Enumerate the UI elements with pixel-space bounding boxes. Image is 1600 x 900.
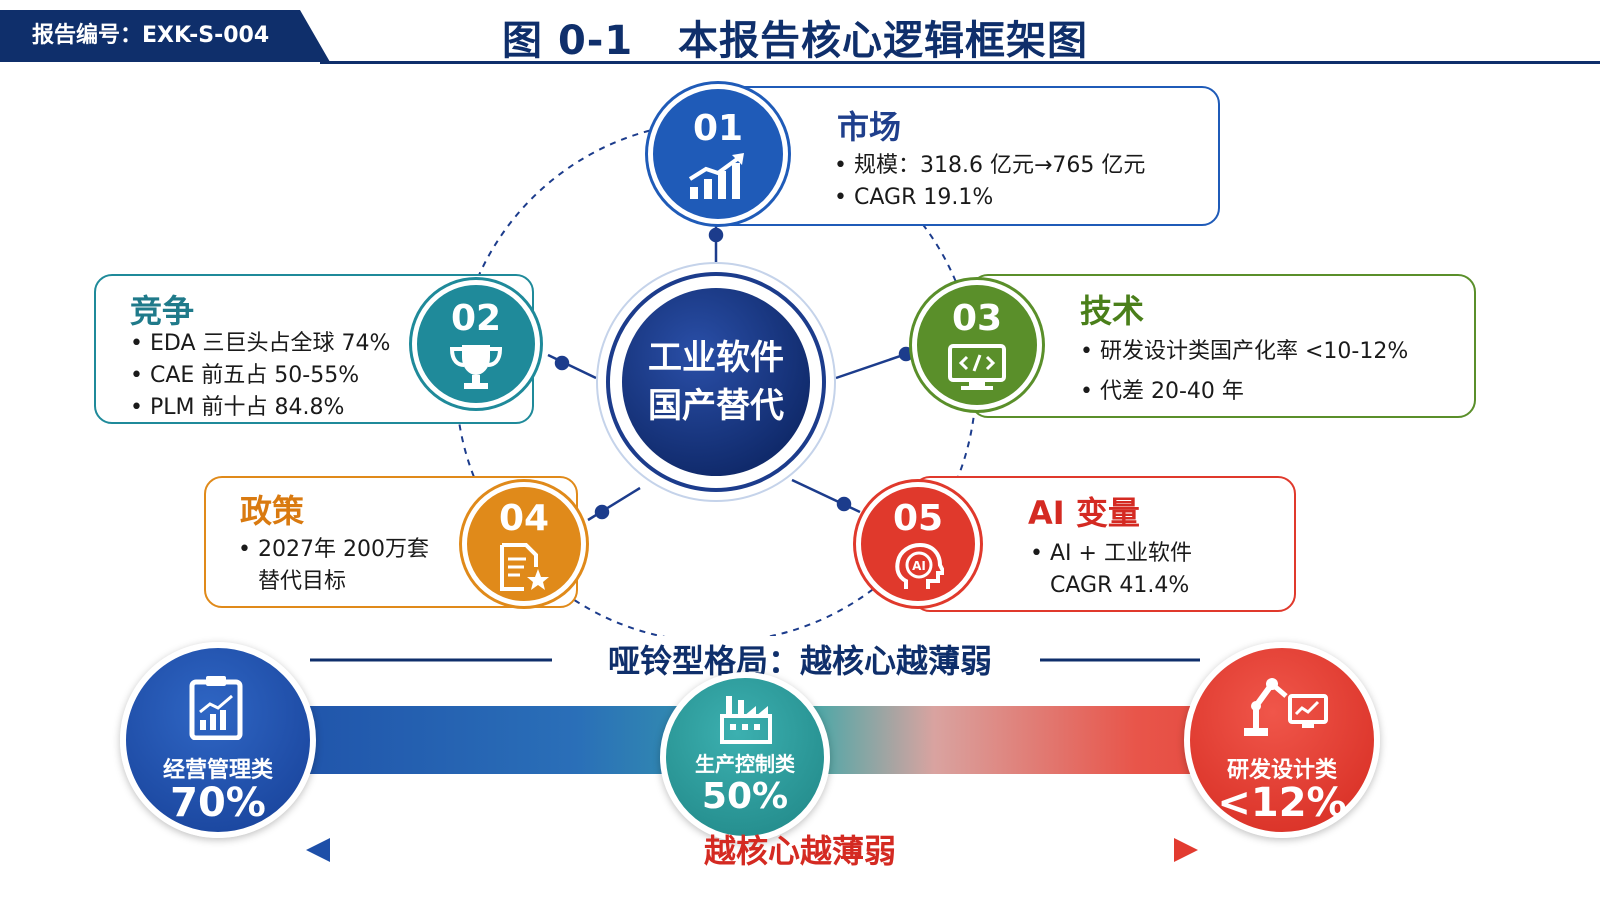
center-hub: 工业软件 国产替代 <box>622 288 810 476</box>
hub-line-1: 工业软件 <box>648 338 784 378</box>
bullet-item: 2027年 200万套 <box>236 534 429 566</box>
left-arrow-head <box>306 838 330 862</box>
policy-bullets: 2027年 200万套 替代目标 <box>236 534 429 598</box>
factory-icon <box>720 696 772 744</box>
middle-ball-value: 50% <box>701 776 789 817</box>
page-title: 图 0-1 本报告核心逻辑框架图 <box>502 18 1088 64</box>
left-ball-value: 70% <box>170 780 266 826</box>
middle-ball-production: 生产控制类 50% <box>660 672 830 842</box>
node-circle-04: 04 <box>462 482 586 606</box>
header-rule <box>320 61 1600 64</box>
market-bullets: 规模：318.6 亿元→765 亿元 CAGR 19.1% <box>832 150 1145 214</box>
robot-arm-monitor-icon <box>1244 678 1328 736</box>
node-number: 04 <box>498 498 550 539</box>
bullet-continuation: CAGR 41.4% <box>1050 573 1190 598</box>
bullet-item: EDA 三巨头占全球 74% <box>128 328 390 360</box>
node-number: 02 <box>450 298 502 339</box>
bullet-item: 代差 20-40 年 <box>1078 372 1408 412</box>
left-ball-label: 经营管理类 <box>162 758 273 783</box>
trophy-icon <box>449 345 503 389</box>
ai-head-icon: AI <box>895 543 944 589</box>
bullet-item: 规模：318.6 亿元→765 亿元 <box>832 150 1145 182</box>
bullet-item: CAE 前五占 50-55% <box>128 360 390 392</box>
right-arrow-head <box>1174 838 1198 862</box>
left-ball-management: 经营管理类 70% <box>120 642 316 838</box>
code-monitor-icon <box>948 344 1006 390</box>
card-title-market: 市场 <box>837 108 902 146</box>
node-number: 03 <box>951 298 1003 339</box>
right-ball-rnd: 研发设计类 <12% <box>1184 642 1380 838</box>
node-number: 05 <box>892 498 944 539</box>
node-circle-05: 05 AI <box>856 482 980 606</box>
node-circle-02: 02 <box>412 280 540 408</box>
report-number-tag: 报告编号：EXK-S-004 <box>0 10 330 62</box>
card-technology: 技术 研发设计类国产化率 <10-12% 代差 20-40 年 <box>970 274 1476 418</box>
technology-bullets: 研发设计类国产化率 <10-12% 代差 20-40 年 <box>1078 332 1408 412</box>
connector-02 <box>547 353 597 380</box>
bullet-item: PLM 前十占 84.8% <box>128 392 390 424</box>
clipboard-chart-icon <box>189 676 243 740</box>
right-ball-value: <12% <box>1217 780 1347 826</box>
growth-chart-icon <box>688 153 744 199</box>
competition-bullets: EDA 三巨头占全球 74% CAE 前五占 50-55% PLM 前十占 84… <box>128 328 390 424</box>
bullet-item: 研发设计类国产化率 <10-12% <box>1078 332 1408 372</box>
card-title-competition: 竞争 <box>130 292 195 330</box>
card-title-policy: 政策 <box>240 492 305 530</box>
bottom-caption: 越核心越薄弱 <box>703 832 896 870</box>
bullet-item: AI + 工业软件 <box>1028 538 1192 570</box>
card-title-technology: 技术 <box>1080 292 1145 330</box>
svg-text:AI: AI <box>912 559 926 573</box>
bullet-item: CAGR 19.1% <box>832 182 1145 214</box>
right-ball-label: 研发设计类 <box>1226 758 1337 783</box>
bullet-continuation: 替代目标 <box>258 569 347 594</box>
hub-outer-ring <box>596 262 836 502</box>
card-title-ai: AI 变量 <box>1028 494 1140 532</box>
dumbbell-title: 哑铃型格局：越核心越薄弱 <box>560 636 1040 682</box>
middle-ball-label: 生产控制类 <box>695 752 795 776</box>
ai-bullets: AI + 工业软件 CAGR 41.4% <box>1028 538 1192 602</box>
node-circle-01: 01 <box>648 84 788 224</box>
document-star-icon <box>500 543 549 591</box>
hub-line-2: 国产替代 <box>648 386 784 426</box>
node-circle-03: 03 <box>912 280 1042 410</box>
node-number: 01 <box>692 108 744 149</box>
